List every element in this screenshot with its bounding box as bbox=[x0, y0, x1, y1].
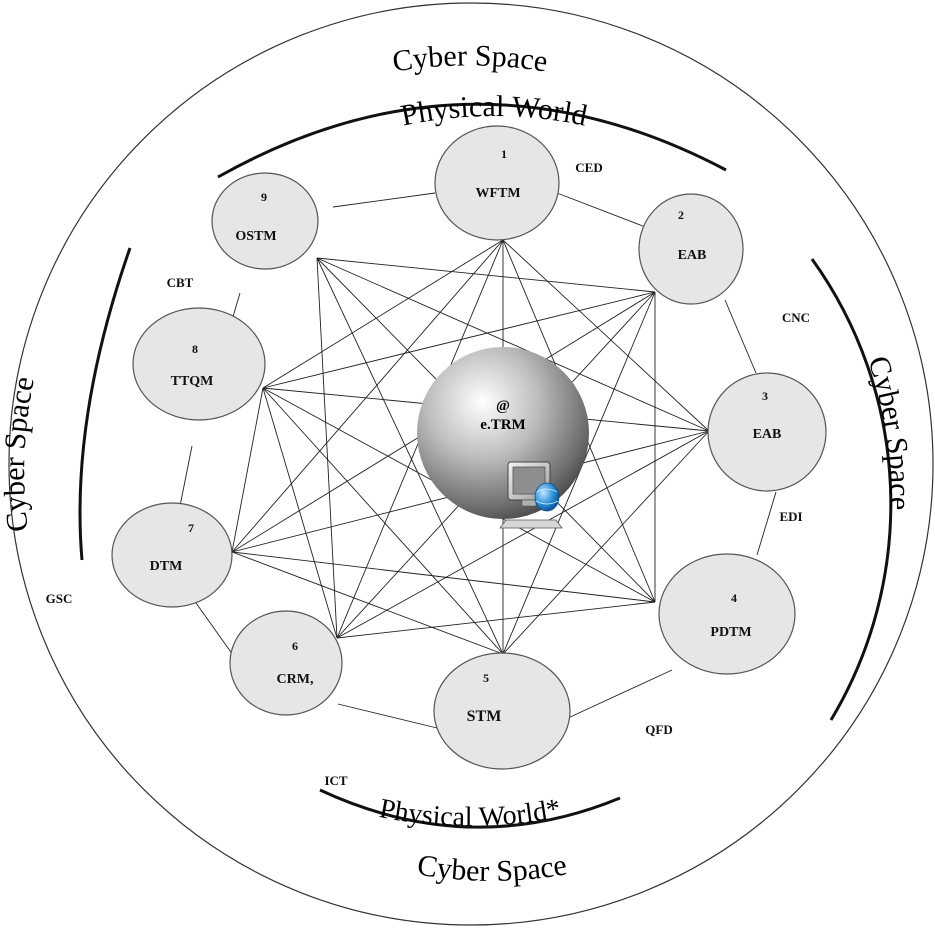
inner-arc-right bbox=[810, 258, 893, 721]
acronym-edi: EDI bbox=[779, 509, 802, 524]
outer-label-bottom: Cyber Space bbox=[415, 848, 569, 888]
link-b bbox=[316, 257, 710, 432]
node-4-label: PDTM bbox=[710, 625, 751, 640]
outer-ring bbox=[8, 2, 934, 926]
acronym-cbt: CBT bbox=[167, 275, 194, 290]
node-6: 6 CRM, bbox=[229, 610, 343, 716]
outer-label-right: Cyber Space bbox=[861, 352, 916, 510]
link-e bbox=[316, 257, 338, 639]
link-aa bbox=[231, 387, 264, 553]
center-hub: @ e.TRM bbox=[417, 347, 589, 529]
link-2-3 bbox=[724, 299, 757, 374]
link-z bbox=[262, 387, 338, 639]
link-d bbox=[316, 257, 504, 655]
link-t bbox=[502, 430, 710, 655]
inner-arc-bottom bbox=[319, 788, 621, 829]
node-2-number: 2 bbox=[678, 208, 684, 222]
link-4-5 bbox=[567, 669, 673, 719]
link-l bbox=[262, 291, 656, 389]
acronym-ced: CED bbox=[575, 160, 602, 175]
node-2: 2 EAB bbox=[638, 193, 744, 305]
link-g bbox=[231, 239, 504, 553]
node-8: 8 TTQM bbox=[132, 307, 266, 421]
inner-arc-left bbox=[78, 247, 132, 561]
node-1-label: WFTM bbox=[475, 186, 520, 201]
link-k bbox=[502, 239, 710, 432]
link-1-2 bbox=[556, 192, 649, 229]
node-3-label: EAB bbox=[753, 427, 782, 442]
node-4-number: 4 bbox=[731, 591, 737, 605]
node-5-number: 5 bbox=[483, 671, 489, 685]
node-4: 4 PDTM bbox=[658, 553, 796, 675]
node-6-label: CRM, bbox=[277, 672, 314, 687]
inner-arc-top bbox=[217, 102, 727, 179]
node-1-number: 1 bbox=[501, 147, 507, 161]
node-5-label: STM bbox=[467, 708, 502, 725]
center-label: e.TRM bbox=[480, 417, 525, 433]
link-w bbox=[336, 601, 656, 639]
link-5-6 bbox=[337, 703, 438, 729]
link-3-4 bbox=[756, 491, 777, 556]
link-a bbox=[316, 257, 656, 293]
link-y bbox=[231, 551, 504, 655]
acronym-ict: ICT bbox=[324, 773, 347, 788]
node-6-number: 6 bbox=[292, 639, 298, 653]
link-f bbox=[262, 239, 504, 389]
node-3: 3 EAB bbox=[707, 372, 827, 492]
inner-label-bottom: Physical World* bbox=[377, 793, 563, 833]
node-9-number: 9 bbox=[261, 190, 267, 204]
node-5: 5 STM bbox=[433, 652, 571, 770]
node-8-label: TTQM bbox=[171, 374, 214, 389]
center-symbol: @ bbox=[496, 398, 510, 414]
link-v bbox=[231, 551, 656, 603]
link-6-7 bbox=[195, 602, 234, 656]
node-9: 9 OSTM bbox=[211, 172, 319, 270]
acronym-gsc: GSC bbox=[46, 591, 73, 606]
link-7-8 bbox=[179, 445, 193, 507]
link-s bbox=[336, 430, 710, 639]
node-7: 7 DTM bbox=[111, 502, 233, 608]
node-7-number: 7 bbox=[188, 521, 194, 535]
node-2-label: EAB bbox=[678, 248, 707, 263]
acronym-cnc: CNC bbox=[782, 310, 810, 325]
outer-label-left: Cyber Space bbox=[0, 374, 41, 534]
center-sphere bbox=[417, 347, 589, 519]
node-1: 1 WFTM bbox=[434, 125, 560, 241]
node-7-label: DTM bbox=[150, 559, 183, 574]
link-x bbox=[262, 387, 504, 655]
node-3-number: 3 bbox=[762, 389, 768, 403]
acronym-qfd: QFD bbox=[645, 722, 672, 737]
computer-globe-icon bbox=[499, 461, 563, 529]
node-9-label: OSTM bbox=[235, 229, 276, 244]
link-1-9 bbox=[332, 192, 436, 208]
node-8-number: 8 bbox=[192, 342, 198, 356]
outer-label-top: Cyber Space bbox=[390, 39, 549, 78]
